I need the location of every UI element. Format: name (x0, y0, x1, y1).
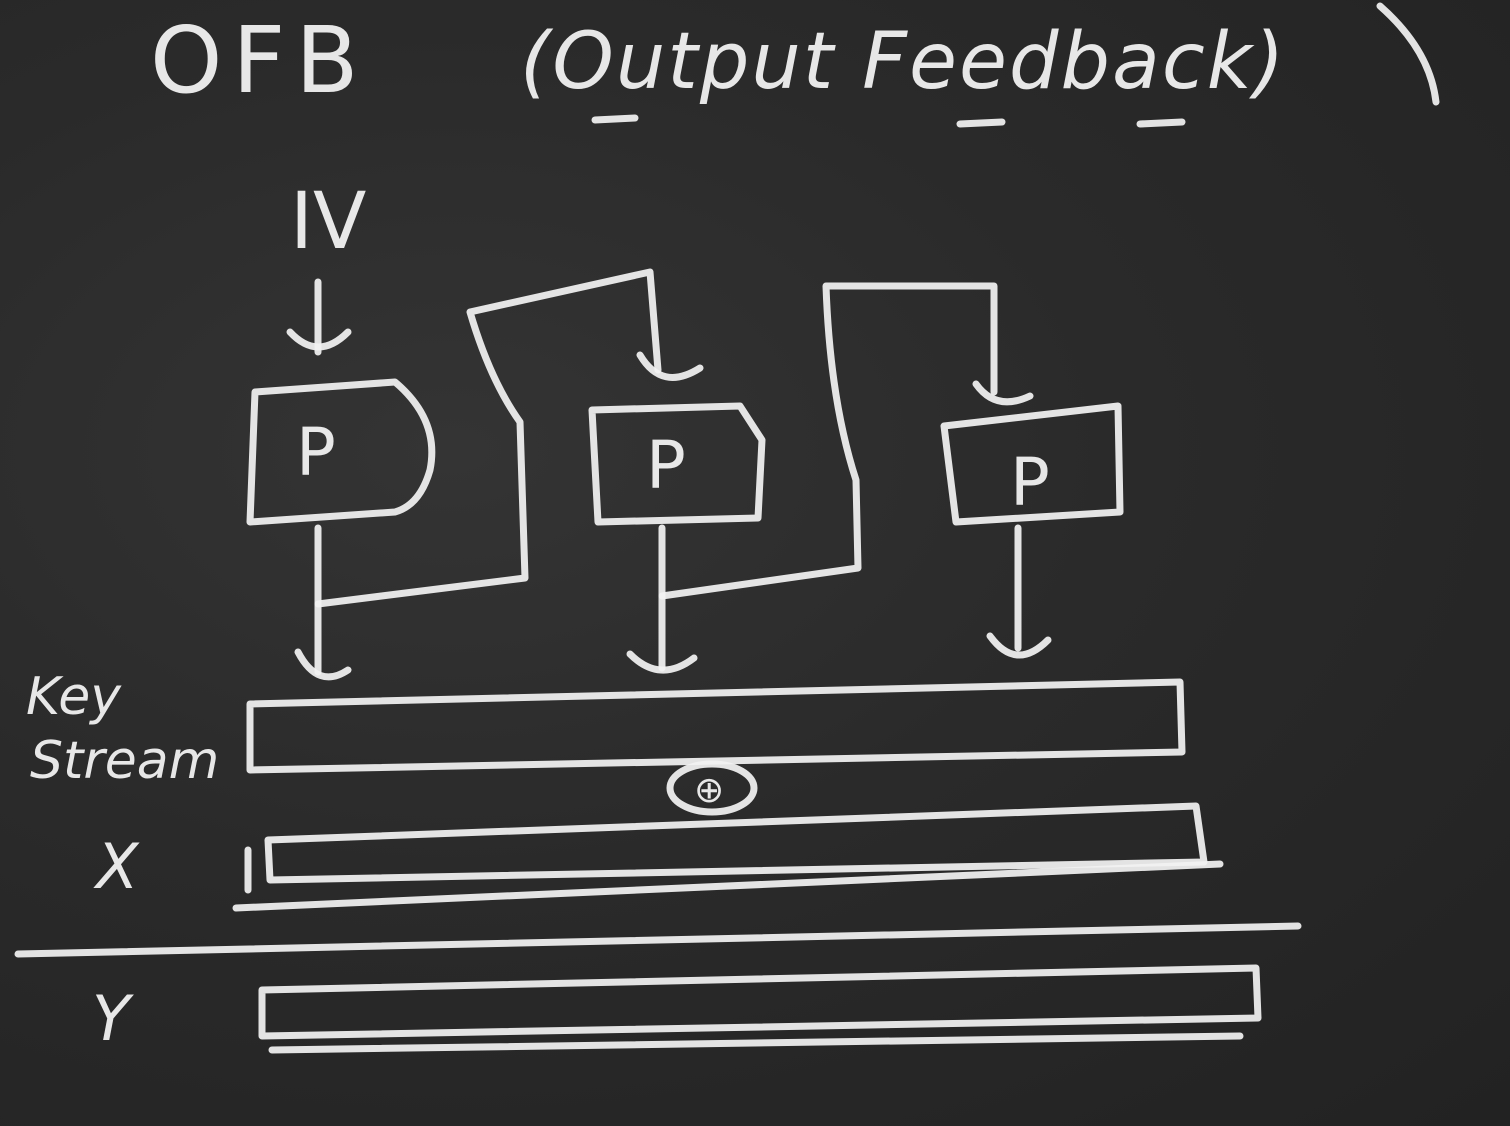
underline-b (1136, 118, 1186, 128)
keystream-bar (246, 678, 1186, 774)
underline-o (591, 114, 639, 124)
y-bar-underline (268, 1032, 1244, 1054)
block-3-label: P (1010, 444, 1050, 521)
xor-symbol: ⊕ (694, 770, 724, 811)
x-bar-underline (232, 860, 1224, 912)
feedback-1-line (314, 268, 662, 608)
subtitle-closing-paren (1376, 2, 1440, 106)
underline-f (956, 118, 1006, 128)
block-2-label: P (646, 427, 686, 504)
y-bar (258, 964, 1262, 1040)
block-1-outline (246, 378, 436, 526)
block-1-label: P (296, 414, 336, 491)
block-1-output-arrowhead (294, 648, 352, 681)
result-divider (14, 922, 1302, 958)
feedback-2-arrowhead (972, 380, 1034, 406)
block-3-output-arrowhead (986, 632, 1052, 659)
feedback-1-arrowhead (636, 351, 704, 381)
xor-circle (666, 760, 758, 816)
x-row-label: X (93, 830, 140, 903)
iv-arrow-head (286, 328, 352, 351)
iv-label: IV (290, 177, 366, 267)
block-3-outline (940, 402, 1124, 526)
block-2-output-arrowhead (626, 650, 698, 674)
diagram-title: OFB (150, 7, 368, 114)
feedback-2-line (658, 282, 998, 600)
diagram-subtitle: (Output Feedback) (520, 17, 1286, 107)
keystream-label-line2: Stream (30, 731, 219, 791)
block-2-outline (588, 402, 766, 526)
y-row-label: Y (92, 982, 134, 1055)
keystream-label-line1: Key (26, 667, 122, 727)
